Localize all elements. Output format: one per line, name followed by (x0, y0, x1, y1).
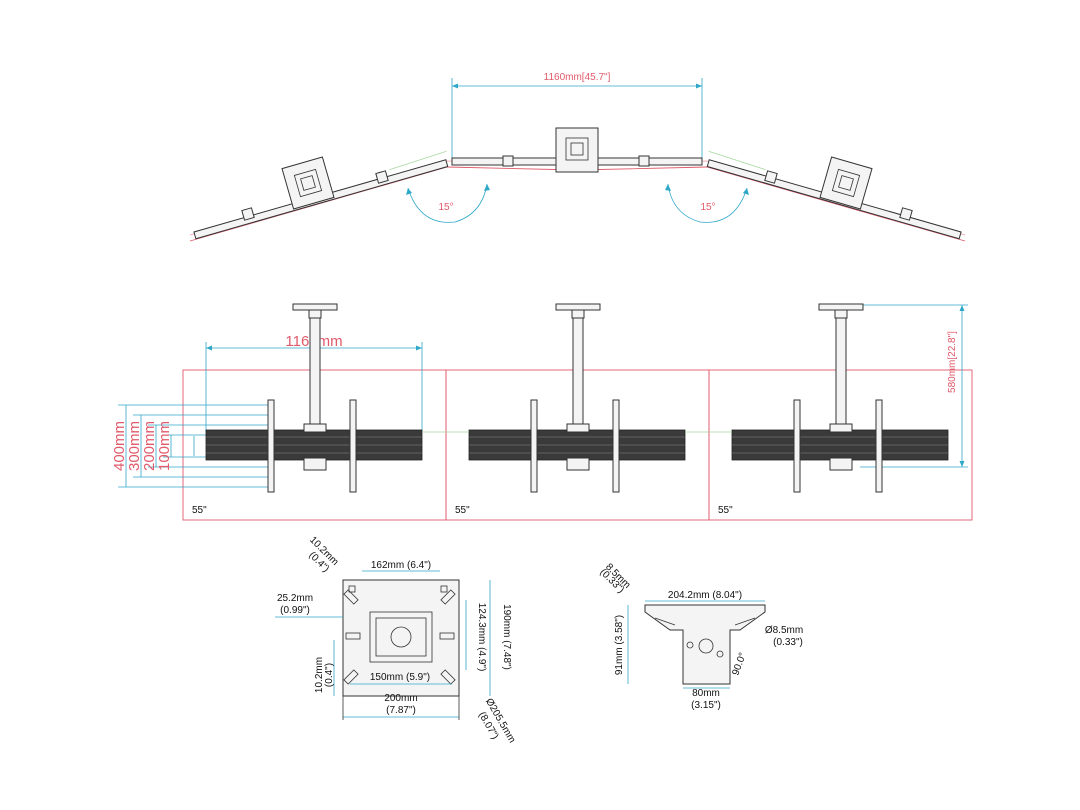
plate-outer-width-label-1: 200mm (384, 693, 417, 704)
bracket-outline (644, 604, 766, 685)
top-view: 1160mm[45.7"] (189, 72, 966, 242)
screen-size-label-center: 55" (455, 505, 470, 516)
plate-top-width-label: 162mm (6.4") (371, 560, 431, 571)
front-view: 55" 55" 55" 1160mm 580mm[22.8"] (111, 303, 973, 521)
plate-left-small-label-2: (0.4") (324, 663, 335, 687)
left-angle-label: 15° (438, 202, 453, 213)
top-width-label: 1160mm[45.7"] (544, 72, 611, 83)
plate-detail: 162mm (6.4") 10.2mm (0.4") 25.2mm (0.99"… (275, 535, 517, 745)
vesa-label-400: 400mm (111, 421, 128, 471)
vesa-label-300: 300mm (126, 421, 143, 471)
bracket-detail: 8.5mm (0.33") 204.2mm (8.04") 91mm (3.58… (597, 562, 803, 711)
screen-size-label-right: 55" (718, 505, 733, 516)
bracket-base-label-2: (3.15") (691, 700, 721, 711)
vesa-label-200: 200mm (141, 421, 158, 471)
plate-left-small-label-1: 10.2mm (314, 657, 325, 693)
right-angle-label: 15° (700, 202, 715, 213)
left-angle-arc (406, 183, 490, 223)
bracket-hole-label-2: (0.33") (773, 637, 803, 648)
bracket-height-label: 91mm (3.58") (614, 615, 625, 675)
plate-left-offset-label-1: 25.2mm (277, 593, 313, 604)
bracket-width-label: 204.2mm (8.04") (668, 590, 742, 601)
plate-inner-width-label: 150mm (5.9") (370, 672, 430, 683)
bracket-angle-label: 90.0° (730, 651, 748, 677)
mount-assembly-right (731, 303, 949, 493)
screen-size-label-left: 55" (192, 505, 207, 516)
mount-assembly-left (205, 303, 423, 493)
plate-outer-width-label-2: (7.87") (386, 705, 416, 716)
plate-outer-height-label: 190mm (7.48") (501, 604, 512, 670)
right-ceiling-plate (819, 156, 873, 210)
left-ceiling-plate (281, 156, 335, 210)
mount-assembly-center (468, 303, 686, 493)
center-ceiling-plate (555, 127, 599, 173)
bracket-base-label-1: 80mm (692, 688, 720, 699)
rail-clamps (241, 155, 913, 221)
plate-left-offset-label-2: (0.99") (280, 605, 310, 616)
height-label: 580mm[22.8"] (947, 331, 958, 393)
right-angle-arc (665, 183, 749, 223)
vesa-label-100: 100mm (156, 421, 173, 471)
bracket-hole-label-1: Ø8.5mm (765, 625, 803, 636)
plate-inner-height-label: 124.3mm (4.9") (476, 603, 487, 672)
